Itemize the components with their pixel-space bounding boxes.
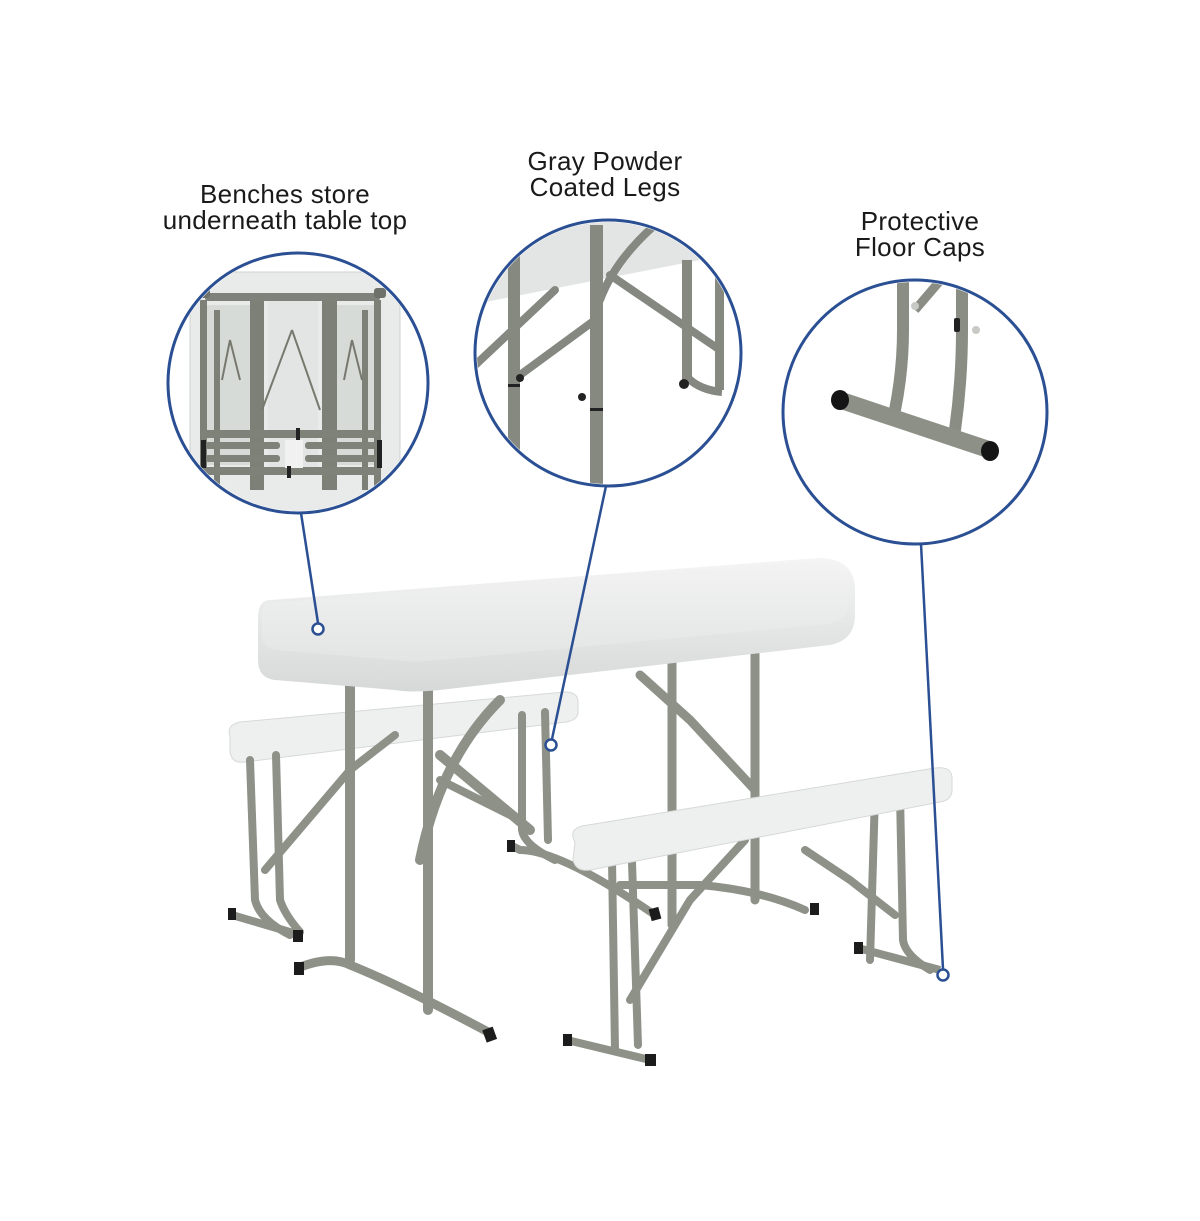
picnic-table-set (228, 558, 953, 1066)
callout-ring (166, 251, 430, 515)
callout-leader-legs (544, 485, 608, 752)
callout-image-floor-caps (781, 278, 1049, 546)
callout-label-line: underneath table top (162, 205, 408, 235)
callout-label-caps: Protective Floor Caps (820, 208, 1020, 260)
callout-leader-floor-caps (919, 543, 950, 982)
callout-label-line: Gray Powder (527, 146, 683, 176)
callout-label-legs: Gray Powder Coated Legs (490, 148, 720, 200)
callout-label-line: Floor Caps (854, 232, 986, 262)
anchor-dot (311, 622, 325, 636)
callout-ring (473, 218, 743, 488)
callout-label-line: Protective (860, 206, 980, 236)
anchor-dot (544, 738, 558, 752)
callout-label-benches: Benches store underneath table top (140, 181, 430, 233)
callout-image-powder-coated-legs (473, 218, 743, 488)
anchor-dot (936, 968, 950, 982)
callout-ring (781, 278, 1049, 546)
callout-label-line: Benches store (199, 179, 371, 209)
callout-label-line: Coated Legs (529, 172, 681, 202)
callout-leader-benches (299, 512, 325, 636)
callout-image-benches-storage (166, 251, 430, 515)
